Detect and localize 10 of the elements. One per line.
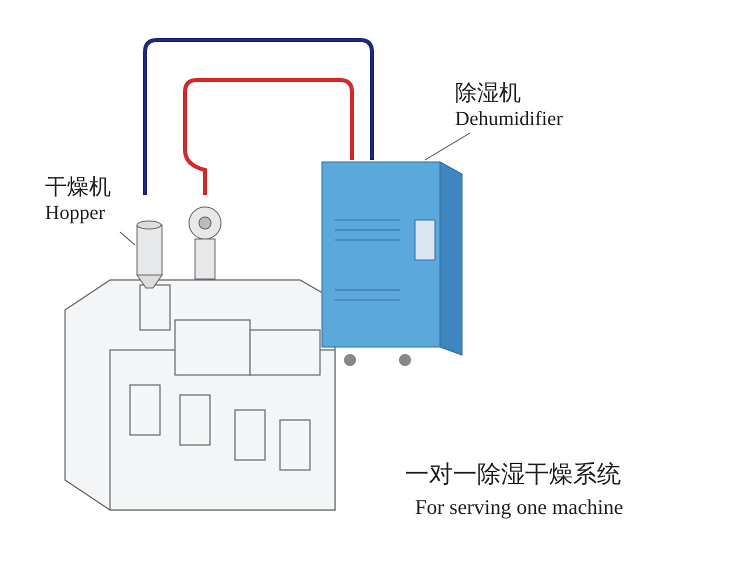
pipe [183, 78, 354, 195]
caption-text: 一对一除湿干燥系统 [405, 459, 621, 490]
part-label: Dehumidifier [455, 108, 564, 131]
pipe [143, 38, 374, 195]
part-label: Hopper [45, 202, 106, 225]
caption-text: For serving one machine [415, 495, 624, 520]
part-label: 除湿机 [455, 80, 522, 108]
part-label: 干燥机 [45, 174, 112, 202]
leader-line [120, 232, 136, 246]
leader-line [424, 132, 470, 160]
